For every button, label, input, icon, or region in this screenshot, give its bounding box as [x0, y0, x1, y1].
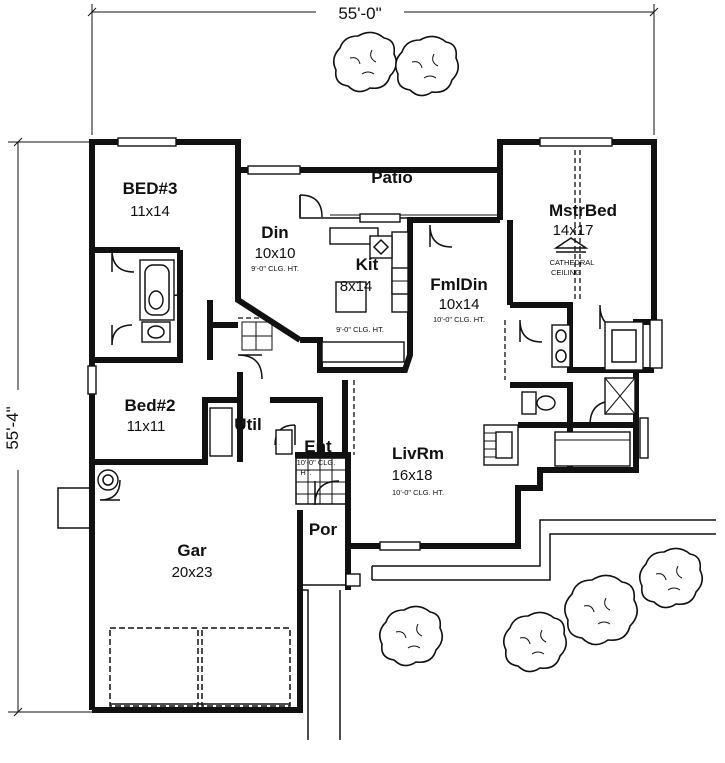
cathedral-ceiling-icon	[553, 237, 589, 253]
room-size-bed2: 11x11	[127, 418, 166, 435]
room-name-patio: Patio	[371, 168, 413, 187]
room-name-ent: Ent	[304, 437, 332, 456]
range-icon	[369, 235, 393, 259]
width-dimension-label: 55'-0"	[338, 4, 381, 23]
room-size-mstr: 14x17	[553, 222, 594, 239]
ceiling-note-livrm: 10'-0" CLG. HT.	[392, 488, 444, 497]
linen-cabinet	[604, 377, 636, 415]
room-size-gar: 20x23	[172, 564, 213, 581]
ceiling-note-fmldin: 10'-0" CLG. HT.	[433, 315, 485, 324]
tree-icon	[502, 611, 568, 673]
depth-dimension-label: 55'-4"	[3, 406, 22, 449]
opening-lines	[238, 150, 581, 455]
room-size-kit: 8x14	[340, 278, 373, 295]
dimension-depth: 55'-4"	[3, 137, 100, 717]
room-name-por: Por	[309, 520, 338, 539]
ceiling-note-ent-1: 10'-0" CLG.	[297, 458, 336, 467]
room-size-bed3: 11x14	[130, 203, 170, 220]
ceiling-note-din: 9'-0" CLG. HT.	[251, 264, 299, 273]
toilet-icon	[148, 290, 164, 310]
driveway	[300, 589, 341, 740]
sink-icon	[141, 321, 171, 343]
room-name-din: Din	[261, 223, 288, 242]
room-name-livrm: LivRm	[392, 444, 444, 463]
fireplace-icon	[483, 424, 519, 466]
room-size-fmldin: 10x14	[439, 296, 480, 313]
toilet-icon	[521, 391, 556, 415]
room-size-livrm: 16x18	[392, 467, 433, 484]
room-name-bed2: Bed#2	[124, 396, 175, 415]
ceiling-note-mstr-1: CATHEDRAL	[550, 258, 595, 267]
tree-icon	[378, 605, 444, 667]
sink-icon	[551, 324, 571, 368]
ceiling-note-mstr-2: CEILING	[551, 268, 581, 277]
closet-shelving	[554, 431, 631, 467]
bathtub-icon	[139, 259, 175, 321]
hall-tile	[241, 321, 273, 351]
garage-door-icon	[109, 627, 291, 707]
front-walk	[371, 519, 716, 581]
room-name-mstr: MstrBed	[549, 201, 617, 220]
room-size-din: 10x10	[255, 245, 296, 262]
tree-icon	[564, 574, 638, 646]
tree-icon	[638, 547, 704, 609]
bathtub-icon	[604, 321, 644, 371]
tree-icon	[332, 31, 398, 93]
tree-icon	[394, 35, 460, 97]
dimension-width: 55'-0"	[87, 4, 659, 135]
entry-tile	[295, 457, 347, 505]
ceiling-note-ent-2: HT.	[300, 468, 311, 477]
room-name-fmldin: FmlDin	[430, 275, 488, 294]
room-name-kit: Kit	[356, 255, 379, 274]
kitchen-counters	[321, 227, 409, 363]
room-name-bed3: BED#3	[123, 179, 178, 198]
side-stoop	[57, 487, 93, 529]
utility-fixture	[209, 407, 293, 457]
room-name-util: Util	[234, 415, 261, 434]
room-name-gar: Gar	[177, 541, 207, 560]
ceiling-note-kit: 9'-0" CLG. HT.	[336, 325, 384, 334]
sink-icon	[391, 267, 409, 295]
window-icon	[87, 137, 663, 551]
porch-outline	[299, 546, 361, 587]
water-heater-icon	[97, 469, 119, 491]
